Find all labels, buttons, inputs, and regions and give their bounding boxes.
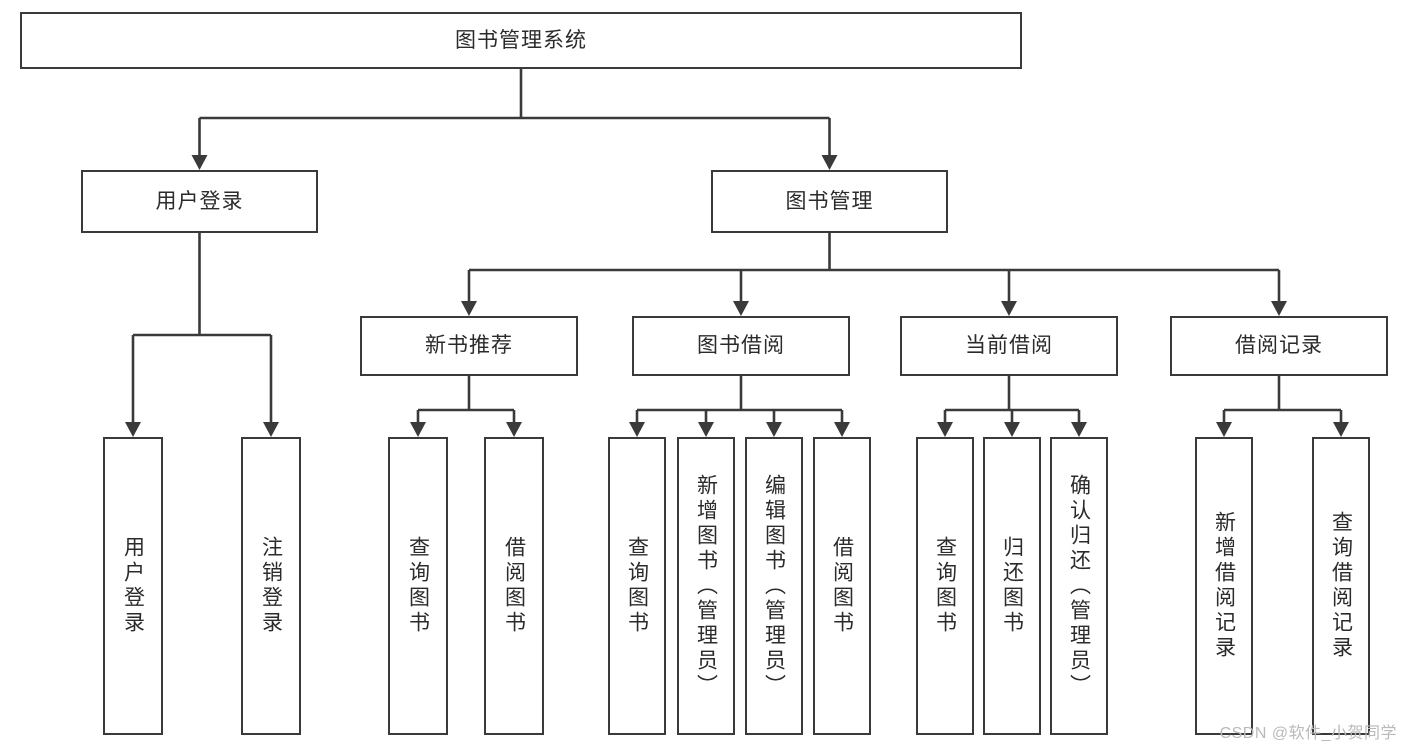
node-label: 查询图书 xyxy=(406,536,430,636)
connector-arrowhead xyxy=(125,422,141,437)
node-leaf-borrow-book[interactable]: 借阅图书 xyxy=(813,437,871,735)
node-book-manage[interactable]: 图书管理 xyxy=(711,170,948,233)
node-label: 用户登录 xyxy=(121,536,145,636)
node-label: 注销登录 xyxy=(259,536,283,636)
node-leaf-logout[interactable]: 注销登录 xyxy=(241,437,301,735)
node-label: 当前借阅 xyxy=(965,334,1053,358)
node-label: 借阅图书 xyxy=(502,536,526,636)
node-label: 查询图书 xyxy=(625,536,649,636)
node-leaf-user-login[interactable]: 用户登录 xyxy=(103,437,163,735)
node-label: 借阅记录 xyxy=(1235,334,1323,358)
node-leaf-query-record[interactable]: 查询借阅记录 xyxy=(1312,437,1370,735)
connector-arrowhead xyxy=(410,422,426,437)
node-leaf-return-book[interactable]: 归还图书 xyxy=(983,437,1041,735)
node-label: 借阅图书 xyxy=(830,536,854,636)
node-leaf-add-book[interactable]: 新增图书（管理员） xyxy=(677,437,735,735)
node-label: 图书借阅 xyxy=(697,334,785,358)
node-label: 归还图书 xyxy=(1000,536,1024,636)
node-label: 新增借阅记录 xyxy=(1212,511,1236,661)
connector-arrowhead xyxy=(834,422,850,437)
connector-arrowhead xyxy=(461,301,477,316)
connector-arrowhead xyxy=(766,422,782,437)
connector-arrowhead xyxy=(1216,422,1232,437)
node-label: 查询图书 xyxy=(933,536,957,636)
connector-arrowhead xyxy=(629,422,645,437)
node-leaf-confirm-return[interactable]: 确认归还（管理员） xyxy=(1050,437,1108,735)
node-label: 图书管理 xyxy=(785,189,874,213)
node-label: 新书推荐 xyxy=(425,334,513,358)
connector-arrowhead xyxy=(1001,301,1017,316)
node-book-borrow[interactable]: 图书借阅 xyxy=(632,316,850,376)
node-label: 用户登录 xyxy=(155,189,244,213)
connector-arrowhead xyxy=(191,155,208,170)
node-leaf-borrow-book-rec[interactable]: 借阅图书 xyxy=(484,437,544,735)
node-label: 查询借阅记录 xyxy=(1329,511,1353,661)
watermark-label: CSDN @软件_小贺同学 xyxy=(1219,725,1397,742)
node-root[interactable]: 图书管理系统 xyxy=(20,12,1022,69)
node-leaf-edit-book[interactable]: 编辑图书（管理员） xyxy=(745,437,803,735)
connector-arrowhead xyxy=(937,422,953,437)
node-label: 图书管理系统 xyxy=(455,28,587,52)
node-label: 新增图书（管理员） xyxy=(694,473,718,699)
connector-arrowhead xyxy=(1271,301,1287,316)
node-new-book-rec[interactable]: 新书推荐 xyxy=(360,316,578,376)
connector-arrowhead xyxy=(698,422,714,437)
node-label: 编辑图书（管理员） xyxy=(762,473,786,699)
connector-arrowhead xyxy=(1333,422,1349,437)
node-leaf-query-book-cur[interactable]: 查询图书 xyxy=(916,437,974,735)
node-leaf-query-book-rec[interactable]: 查询图书 xyxy=(388,437,448,735)
node-label: 确认归还（管理员） xyxy=(1067,473,1091,699)
node-leaf-query-book-borrow[interactable]: 查询图书 xyxy=(608,437,666,735)
connector-arrowhead xyxy=(506,422,522,437)
connector-arrowhead xyxy=(1071,422,1087,437)
connector-arrowhead xyxy=(821,155,838,170)
node-user-login[interactable]: 用户登录 xyxy=(81,170,318,233)
node-leaf-add-record[interactable]: 新增借阅记录 xyxy=(1195,437,1253,735)
node-current-borrow[interactable]: 当前借阅 xyxy=(900,316,1118,376)
connector-arrowhead xyxy=(263,422,279,437)
node-borrow-record[interactable]: 借阅记录 xyxy=(1170,316,1388,376)
connector-arrowhead xyxy=(1004,422,1020,437)
connector-arrowhead xyxy=(733,301,749,316)
